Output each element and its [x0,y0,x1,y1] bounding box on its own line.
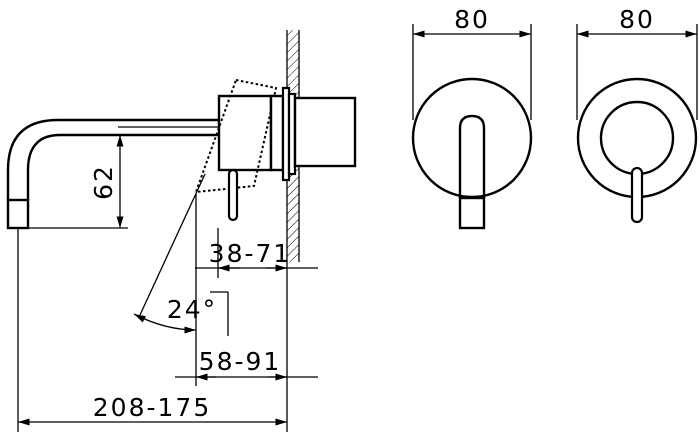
dim-spout-projection: 208-175 [17,228,288,432]
cartridge-housing [293,96,357,168]
lever-handle [227,168,239,222]
dim-208-175-label: 208-175 [93,393,211,422]
dim-wall-range-b: 58-91 [175,336,318,386]
dim-80-right-label: 80 [619,5,655,34]
mixer-body [217,94,273,172]
spout-outlet-front [458,196,486,230]
lever-front [630,166,644,224]
dim-62-label: 62 [89,164,118,200]
dim-angle: 24° [133,173,229,336]
dim-80-left-label: 80 [454,5,490,34]
dim-wall-range-a: 38-71 [195,228,318,278]
dim-38-71-label: 38-71 [209,239,292,268]
handle-cap [599,100,675,176]
faucet-front-view-handle: 80 [576,5,698,224]
dim-24-label: 24° [167,295,217,324]
spout-front [458,114,486,198]
faucet-side-view [6,78,357,230]
handle-rotated-outline [194,78,278,194]
faucet-front-view-spout: 80 [411,5,533,230]
dim-outlet-drop: 62 [28,135,128,229]
rosette-plate [411,77,533,199]
aerator-outlet [6,198,30,230]
dim-58-91-label: 58-91 [199,347,282,376]
